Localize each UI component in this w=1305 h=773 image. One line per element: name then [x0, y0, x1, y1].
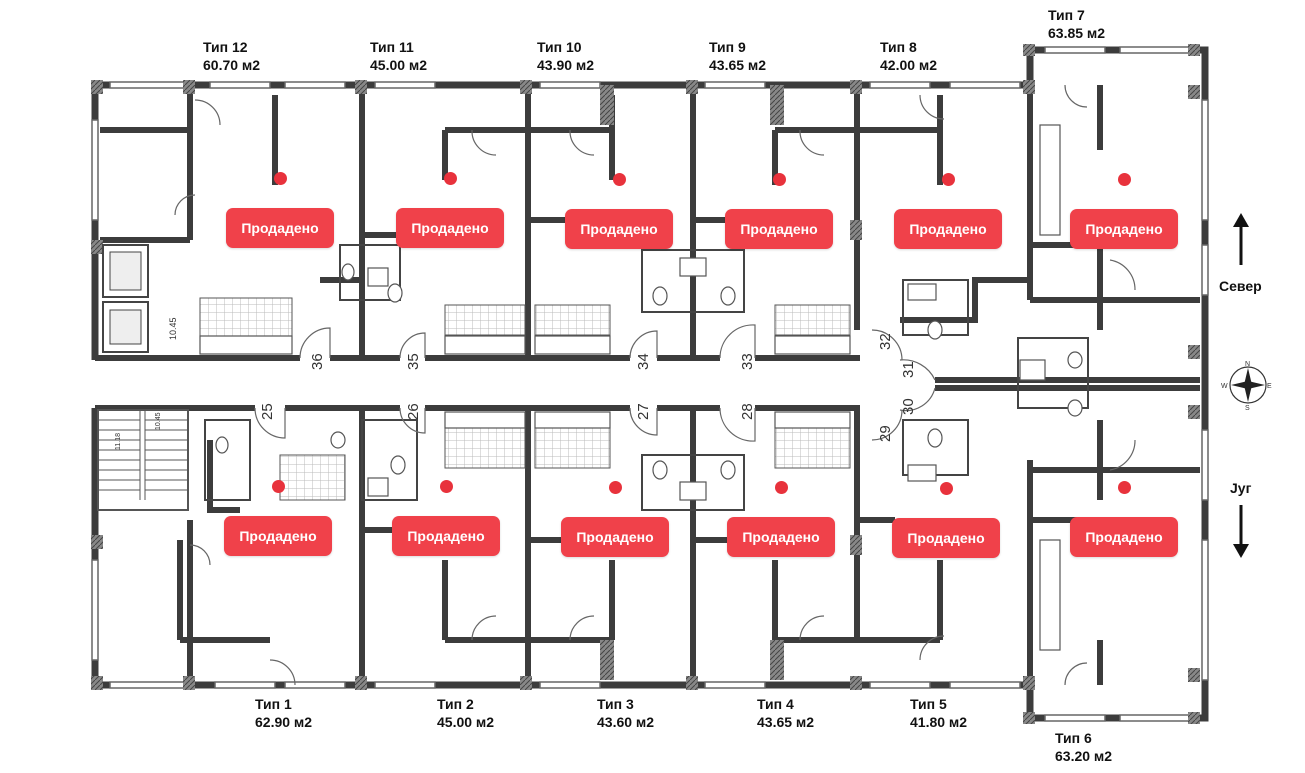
sold-badge-unit-4[interactable]: Продадено: [727, 481, 835, 557]
counters: [199, 124, 1061, 651]
sold-badge-unit-3[interactable]: Продадено: [561, 481, 669, 557]
fixtures: [215, 257, 1083, 501]
door-number: 32: [877, 333, 894, 350]
sold-badge-unit-2[interactable]: Продадено: [392, 480, 500, 556]
door-number: 26: [405, 403, 422, 420]
pin-icon: [440, 480, 453, 493]
north-arrow-icon: [1233, 213, 1249, 265]
elevators: [102, 244, 149, 353]
stair-level-b: 10.45: [155, 412, 162, 430]
door-number: 28: [739, 403, 756, 420]
stair-level-a: 11.18: [115, 433, 122, 450]
door-number: 36: [309, 353, 326, 370]
svg-text:E: E: [1267, 383, 1272, 390]
door-number: 30: [900, 398, 917, 415]
sold-badge-unit-9[interactable]: Продадено: [725, 173, 833, 249]
sold-badge-unit-1[interactable]: Продадено: [224, 480, 332, 556]
sold-badge-unit-6[interactable]: Продадено: [1070, 481, 1178, 557]
door-number: 34: [635, 353, 652, 370]
pin-icon: [609, 481, 622, 494]
pin-icon: [942, 173, 955, 186]
door-number: 33: [739, 353, 756, 370]
pin-icon: [1118, 481, 1131, 494]
windows: [91, 46, 1209, 722]
partitions-top: [100, 85, 1030, 358]
door-number: 29: [877, 425, 894, 442]
door-swings: [174, 84, 1136, 686]
pin-icon: [613, 173, 626, 186]
pin-icon: [775, 481, 788, 494]
elevator-level: 10.45: [168, 317, 178, 340]
sold-badge-unit-7[interactable]: Продадено: [1070, 173, 1178, 249]
pin-icon: [444, 172, 457, 185]
outer-walls: [91, 46, 1209, 722]
sold-badge-unit-5[interactable]: Продадено: [892, 482, 1000, 558]
sold-badge-unit-11[interactable]: Продадено: [396, 172, 504, 248]
staircase: [97, 409, 189, 511]
door-number: 25: [259, 403, 276, 420]
pin-icon: [272, 480, 285, 493]
pin-icon: [940, 482, 953, 495]
sold-badge-unit-10[interactable]: Продадено: [565, 173, 673, 249]
sold-badge-unit-8[interactable]: Продадено: [894, 173, 1002, 249]
south-arrow-icon: [1233, 505, 1249, 558]
door-number: 31: [900, 361, 917, 378]
door-number: 27: [635, 403, 652, 420]
svg-text:N: N: [1245, 361, 1250, 368]
door-numbers: 36 35 34 33 32 31 30 29 28 27 26 25: [259, 333, 917, 442]
svg-text:W: W: [1221, 383, 1228, 390]
svg-text:S: S: [1245, 405, 1250, 412]
pin-icon: [1118, 173, 1131, 186]
pin-icon: [773, 173, 786, 186]
door-number: 35: [405, 353, 422, 370]
partitions-bottom: [177, 408, 943, 685]
partitions-right: [1027, 85, 1200, 685]
north-label: Север: [1219, 278, 1262, 294]
compass-rose-icon: N E S W: [1221, 361, 1272, 412]
kitchens: [199, 297, 851, 501]
south-label: Југ: [1230, 480, 1252, 496]
pin-icon: [274, 172, 287, 185]
sold-badge-unit-12[interactable]: Продадено: [226, 172, 334, 248]
columns: [91, 44, 1200, 724]
